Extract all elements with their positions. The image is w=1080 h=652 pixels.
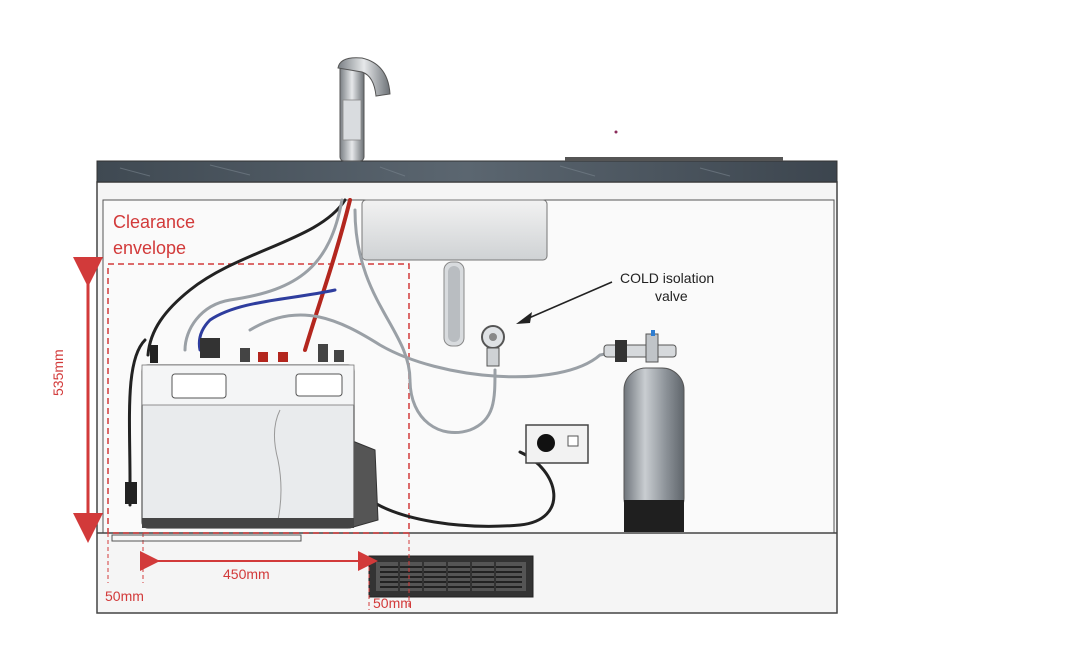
worktop: [96, 157, 838, 183]
height-dimension-label: 535mm: [50, 349, 66, 396]
isolation-valve-icon: [481, 325, 505, 367]
cold-valve-label-line1: COLD isolation: [620, 270, 715, 286]
clearance-label-line2: envelope: [113, 238, 187, 258]
plinth-vent-icon: [368, 555, 534, 598]
sink-icon: [361, 199, 548, 347]
dimension-lines: [73, 257, 410, 610]
clearance-label-line1: Clearance: [113, 212, 196, 232]
vent-gap-dimension-label: 50mm: [373, 595, 412, 611]
tap-icon: [337, 57, 391, 162]
valve-pointer-arrowhead: [516, 312, 532, 324]
cold-valve-label-line2: valve: [655, 288, 688, 304]
boiler-unit-icon: [125, 338, 379, 529]
pipes: [127, 198, 617, 528]
left-gap-dimension-label: 50mm: [105, 588, 144, 604]
width-dimension-label: 450mm: [223, 566, 270, 582]
valve-pointer-arrow: [521, 281, 613, 322]
filter-cylinder-icon: [603, 330, 685, 532]
stray-dot: [614, 130, 618, 134]
clearance-envelope: [107, 263, 410, 534]
power-socket-icon: [525, 424, 589, 464]
